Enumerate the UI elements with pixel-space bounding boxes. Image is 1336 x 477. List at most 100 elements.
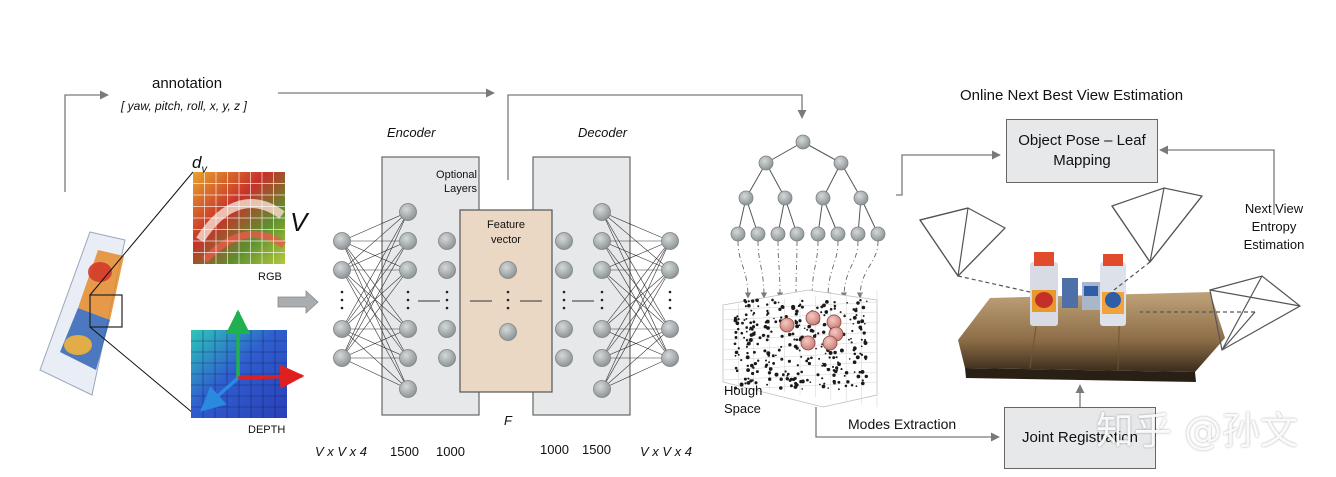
hough-mode xyxy=(805,310,821,326)
dim-dec-1000: 1000 xyxy=(540,442,569,457)
joint-registration-box: Joint Registration xyxy=(1004,407,1156,469)
dim-dec-1500: 1500 xyxy=(582,442,611,457)
network-node xyxy=(661,349,679,367)
watermark: 知乎 @孙文 xyxy=(1095,409,1298,453)
optional-line-1: Optional xyxy=(436,169,477,181)
network-node xyxy=(499,261,517,279)
entropy-line-2: Entropy xyxy=(1251,219,1297,234)
tree-node xyxy=(758,155,774,171)
hough-line-1: Hough xyxy=(724,383,763,398)
input-arrow xyxy=(277,290,319,314)
tree-node xyxy=(738,190,754,206)
network-node xyxy=(399,380,417,398)
depth-label: DEPTH xyxy=(248,424,286,436)
depth-patch xyxy=(191,309,305,418)
network-node xyxy=(661,232,679,250)
entropy-line-3: Estimation xyxy=(1243,237,1305,252)
leaf-to-hough-lines xyxy=(737,240,879,299)
rgb-label: RGB xyxy=(258,271,282,283)
network-node xyxy=(593,232,611,250)
tree-node xyxy=(833,155,849,171)
tree-node xyxy=(770,226,786,242)
dv-subscript: v xyxy=(201,163,207,176)
tree-node xyxy=(730,226,746,242)
tree-node xyxy=(750,226,766,242)
rgb-patch xyxy=(193,172,286,264)
tree-node xyxy=(789,226,805,242)
network-node xyxy=(399,203,417,221)
nbv-flow xyxy=(815,145,1275,442)
tree-node xyxy=(870,226,886,242)
network-node xyxy=(661,320,679,338)
network-node xyxy=(333,232,351,250)
f-label: F xyxy=(504,413,512,428)
network-node xyxy=(661,261,679,279)
encoder-label: Encoder xyxy=(387,125,436,140)
network-connections xyxy=(341,211,671,390)
hough-space xyxy=(722,289,878,408)
network-node xyxy=(499,323,517,341)
feature-vector-label: Feature vector xyxy=(466,218,546,248)
dim-enc-1500: 1500 xyxy=(390,444,419,459)
annotation-title: annotation xyxy=(152,75,223,92)
forest-tree-nodes xyxy=(730,134,886,242)
optional-layers-label: Optional Layers xyxy=(425,168,477,196)
camera-frustums xyxy=(919,187,1302,351)
annotation-params: [ yaw, pitch, roll, x, y, z ] xyxy=(121,99,247,113)
pose-leaf-mapping-box: Object Pose – Leaf Mapping xyxy=(1006,119,1158,183)
tree-node xyxy=(795,134,811,150)
annotation-flow xyxy=(64,88,807,192)
network-node xyxy=(438,349,456,367)
optional-line-2: Layers xyxy=(443,183,477,195)
network-node xyxy=(438,232,456,250)
network-node xyxy=(438,320,456,338)
hough-line-2: Space xyxy=(724,401,761,416)
dv-label: dv xyxy=(192,153,207,175)
network-node xyxy=(399,349,417,367)
network-node xyxy=(399,232,417,250)
hough-space-label: Hough Space xyxy=(724,382,762,418)
dim-dec-out: V x V x 4 xyxy=(640,444,693,459)
network-node xyxy=(399,261,417,279)
network-node xyxy=(555,232,573,250)
tree-node xyxy=(853,190,869,206)
entropy-label: Next View Entropy Estimation xyxy=(1236,200,1312,254)
network-node xyxy=(593,320,611,338)
nbv-title: Online Next Best View Estimation xyxy=(960,87,1184,104)
network-node xyxy=(593,349,611,367)
tree-node xyxy=(777,190,793,206)
network-node xyxy=(555,349,573,367)
pose-leaf-line-2: Mapping xyxy=(1053,152,1111,169)
hough-mode xyxy=(822,335,838,351)
tree-node xyxy=(830,226,846,242)
scene-image xyxy=(958,252,1225,382)
entropy-line-1: Next View xyxy=(1244,201,1304,216)
forest-tree-edges xyxy=(737,141,879,235)
tree-node xyxy=(850,226,866,242)
network-node xyxy=(333,261,351,279)
network-node xyxy=(555,320,573,338)
modes-extraction-label: Modes Extraction xyxy=(848,416,957,432)
network-node xyxy=(399,320,417,338)
network-node xyxy=(333,349,351,367)
tree-node xyxy=(810,226,826,242)
pose-leaf-line-1: Object Pose – Leaf xyxy=(1018,132,1146,149)
v-label: V xyxy=(290,207,308,237)
network-node xyxy=(438,261,456,279)
feature-line-1: Feature xyxy=(487,219,525,231)
dv-letter: d xyxy=(192,153,202,172)
feature-line-2: vector xyxy=(491,234,521,246)
dim-enc-1000: 1000 xyxy=(436,444,465,459)
hough-mode xyxy=(779,317,795,333)
network-node xyxy=(555,261,573,279)
vertical-ellipsis xyxy=(340,290,672,310)
hough-mode xyxy=(800,335,816,351)
network-node xyxy=(333,320,351,338)
network-nodes xyxy=(333,203,679,398)
tree-node xyxy=(815,190,831,206)
juice-carton-image xyxy=(39,171,194,414)
network-node xyxy=(593,261,611,279)
network-node xyxy=(593,203,611,221)
